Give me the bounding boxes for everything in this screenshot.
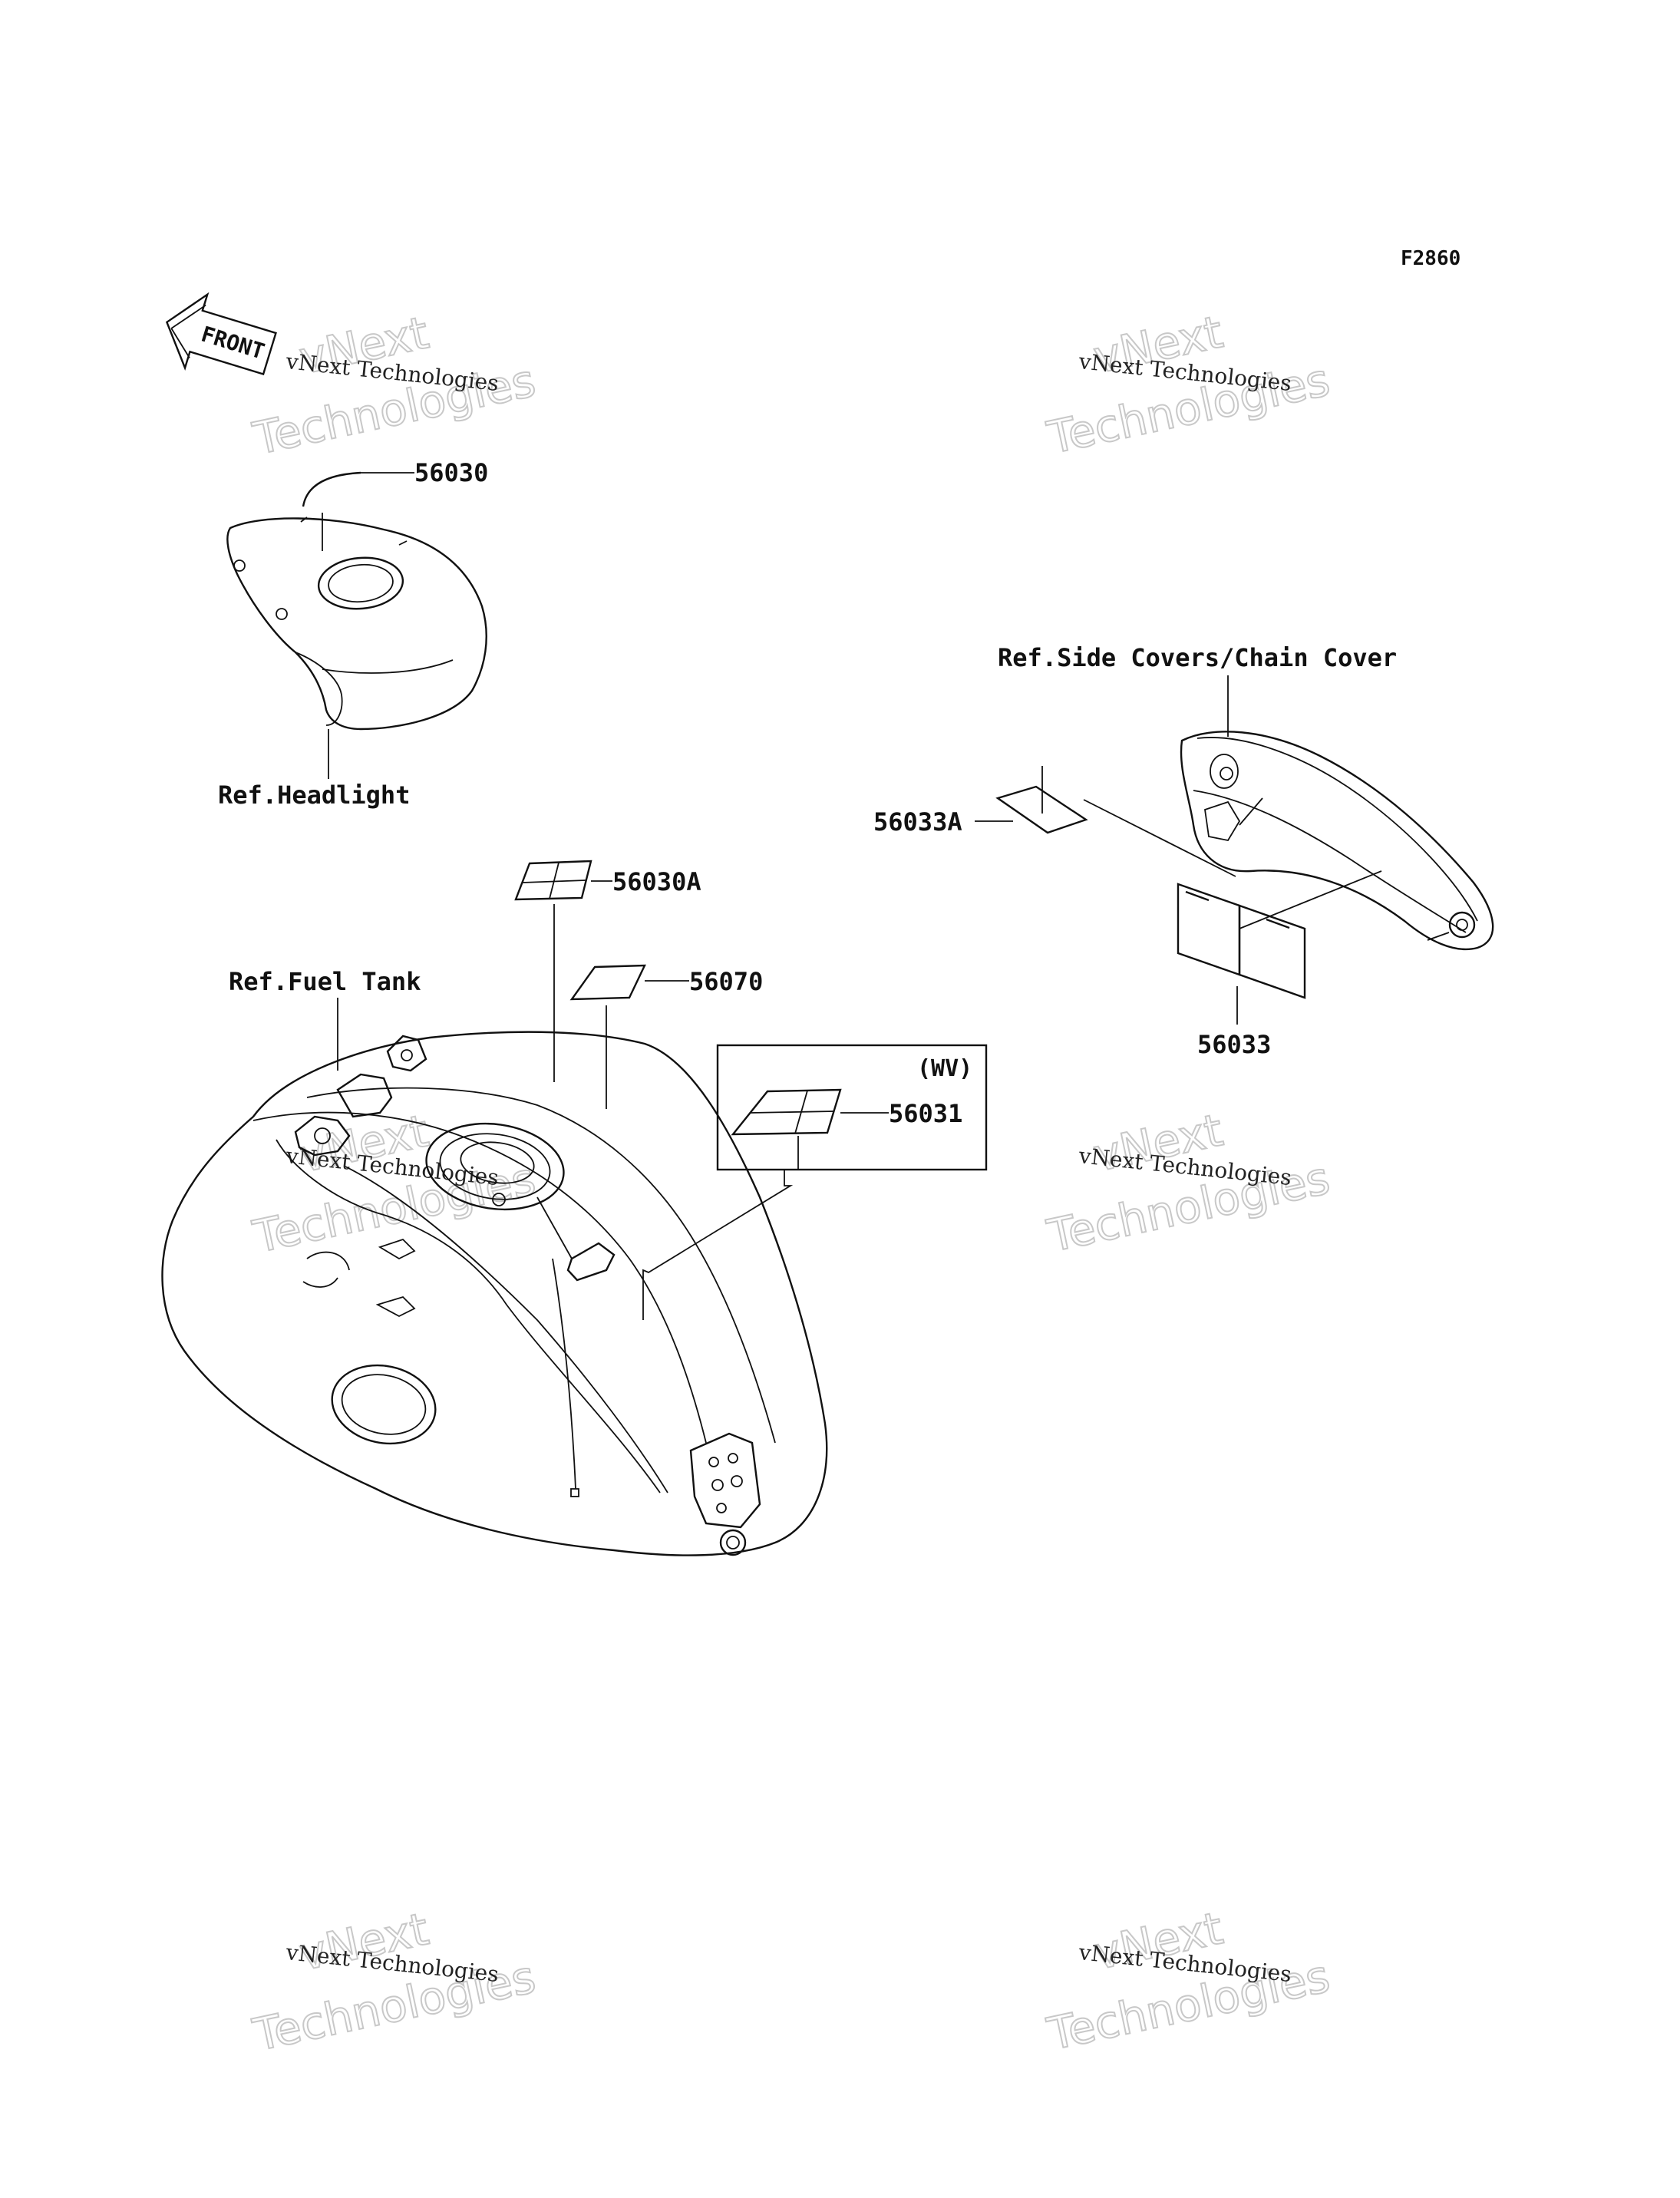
ref-side-covers-label: Ref.Side Covers/Chain Cover: [998, 643, 1397, 672]
ref-headlight-label: Ref.Headlight: [218, 781, 410, 810]
label-56030a-icon: [514, 860, 592, 901]
label-56031-icon: [731, 1088, 842, 1136]
ref-fuel-tank-label: Ref.Fuel Tank: [229, 967, 421, 996]
figure-code: F2860: [1401, 247, 1461, 270]
label-56033a-icon: [995, 785, 1088, 834]
front-arrow-icon: FRONT: [165, 292, 277, 376]
headlight-cowl-drawing: [226, 471, 487, 779]
variant-label: (WV): [917, 1055, 972, 1082]
callout-56031: 56031: [889, 1099, 962, 1128]
callout-56030a: 56030A: [612, 867, 701, 896]
variant-box: [716, 1044, 988, 1171]
callout-56070: 56070: [689, 967, 763, 996]
callout-56033: 56033: [1197, 1030, 1271, 1059]
label-56070-icon: [569, 964, 646, 1001]
callout-56033a: 56033A: [873, 807, 962, 837]
fuel-tank-drawing: [161, 1031, 828, 1556]
label-56033-icon: [1177, 883, 1306, 999]
side-cover-drawing: [1180, 675, 1494, 951]
stripe-56030-icon: [302, 471, 361, 507]
callout-56030: 56030: [414, 458, 488, 487]
